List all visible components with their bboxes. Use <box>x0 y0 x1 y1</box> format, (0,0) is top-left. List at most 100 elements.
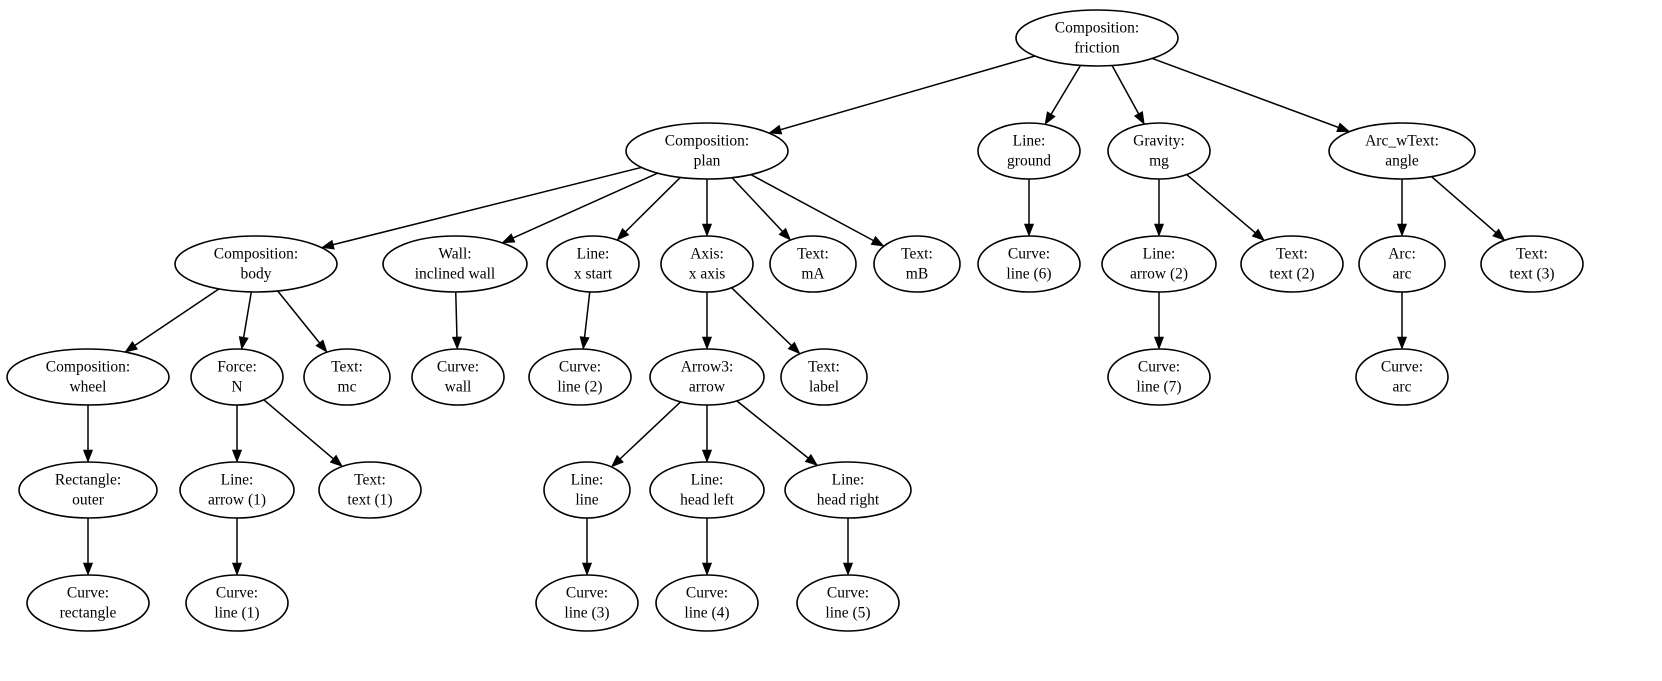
node-ellipse-lineline[interactable] <box>543 461 631 519</box>
node-name-label-headleft: head left <box>680 492 734 509</box>
graph-node-mA[interactable]: Text:mA <box>769 235 857 293</box>
graph-node-line4[interactable]: Curve:line (4) <box>655 574 759 632</box>
node-ellipse-line4[interactable] <box>655 574 759 632</box>
edge-xstart-to-line2 <box>583 291 591 338</box>
graph-node-body[interactable]: Composition:body <box>174 235 338 293</box>
node-type-label-forceN: Force: <box>217 359 257 376</box>
node-ellipse-text1[interactable] <box>318 461 422 519</box>
node-name-label-arc: arc <box>1393 266 1412 283</box>
node-name-label-line1: line (1) <box>214 605 259 622</box>
graph-node-arrow3[interactable]: Arrow3:arrow <box>649 348 765 406</box>
node-name-label-angle: angle <box>1385 153 1419 170</box>
node-ellipse-mc[interactable] <box>303 348 391 406</box>
node-ellipse-curvewall[interactable] <box>411 348 505 406</box>
graph-node-headleft[interactable]: Line:head left <box>649 461 765 519</box>
node-ellipse-body[interactable] <box>174 235 338 293</box>
node-ellipse-mB[interactable] <box>873 235 961 293</box>
arrowhead-icon <box>1153 223 1165 237</box>
node-type-label-ground: Line: <box>1013 133 1046 150</box>
node-type-label-line1: Curve: <box>216 585 258 602</box>
node-ellipse-line1[interactable] <box>185 574 289 632</box>
graph-node-curvearc[interactable]: Curve:arc <box>1355 348 1449 406</box>
node-ellipse-arc[interactable] <box>1358 235 1446 293</box>
graph-node-xstart[interactable]: Line:x start <box>546 235 640 293</box>
arrowhead-icon <box>1044 111 1056 126</box>
node-ellipse-headleft[interactable] <box>649 461 765 519</box>
graph-node-lineline[interactable]: Line:line <box>543 461 631 519</box>
node-ellipse-outer[interactable] <box>18 461 158 519</box>
graph-node-line6[interactable]: Curve:line (6) <box>977 235 1081 293</box>
node-ellipse-curvearc[interactable] <box>1355 348 1449 406</box>
graph-node-gravity[interactable]: Gravity:mg <box>1107 122 1211 180</box>
graph-node-text1[interactable]: Text:text (1) <box>318 461 422 519</box>
node-ellipse-plan[interactable] <box>625 122 789 180</box>
graph-node-text2[interactable]: Text:text (2) <box>1240 235 1344 293</box>
node-ellipse-mA[interactable] <box>769 235 857 293</box>
node-ellipse-label[interactable] <box>780 348 868 406</box>
edge-friction-to-plan <box>780 55 1036 131</box>
graph-node-arrow2[interactable]: Line:arrow (2) <box>1101 235 1217 293</box>
graph-node-line5[interactable]: Curve:line (5) <box>796 574 900 632</box>
arrowhead-icon <box>124 341 139 353</box>
node-ellipse-text3[interactable] <box>1480 235 1584 293</box>
node-ellipse-headright[interactable] <box>784 461 912 519</box>
graph-node-ground[interactable]: Line:ground <box>977 122 1081 180</box>
graph-node-arc[interactable]: Arc:arc <box>1358 235 1446 293</box>
node-ellipse-line7[interactable] <box>1107 348 1211 406</box>
node-ellipse-line3[interactable] <box>535 574 639 632</box>
node-ellipse-ground[interactable] <box>977 122 1081 180</box>
graph-node-curvewall[interactable]: Curve:wall <box>411 348 505 406</box>
edge-forceN-to-text1 <box>263 399 334 460</box>
graph-node-friction[interactable]: Composition:friction <box>1015 9 1179 67</box>
node-ellipse-friction[interactable] <box>1015 9 1179 67</box>
graph-node-forceN[interactable]: Force:N <box>190 348 284 406</box>
graph-node-wheel[interactable]: Composition:wheel <box>6 348 170 406</box>
graph-node-mc[interactable]: Text:mc <box>303 348 391 406</box>
arrowhead-icon <box>870 235 885 247</box>
graph-node-angle[interactable]: Arc_wText:angle <box>1328 122 1476 180</box>
arrowhead-icon <box>701 223 713 237</box>
edge-gravity-to-text2 <box>1186 173 1256 234</box>
arrowhead-icon <box>1396 336 1408 350</box>
graph-node-curverect[interactable]: Curve:rectangle <box>26 574 150 632</box>
edge-plan-to-mA <box>731 177 783 232</box>
node-ellipse-arrow2[interactable] <box>1101 235 1217 293</box>
arrowhead-icon <box>701 449 713 463</box>
graph-node-wall[interactable]: Wall:inclined wall <box>382 235 528 293</box>
graph-node-line1[interactable]: Curve: line (1) <box>185 574 289 632</box>
node-ellipse-arrow3[interactable] <box>649 348 765 406</box>
arrowhead-icon <box>82 562 94 576</box>
graph-node-xaxis[interactable]: Axis: x axis <box>660 235 754 293</box>
graph-node-headright[interactable]: Line:head right <box>784 461 912 519</box>
node-ellipse-wheel[interactable] <box>6 348 170 406</box>
graph-node-outer[interactable]: Rectangle:outer <box>18 461 158 519</box>
arrowhead-icon <box>320 239 335 250</box>
graph-node-line2[interactable]: Curve:line (2) <box>528 348 632 406</box>
node-type-label-xaxis: Axis: <box>690 246 724 263</box>
node-ellipse-curverect[interactable] <box>26 574 150 632</box>
graph-node-arrow1[interactable]: Line:arrow (1) <box>179 461 295 519</box>
arrowhead-icon <box>610 454 624 468</box>
node-ellipse-angle[interactable] <box>1328 122 1476 180</box>
graph-node-plan[interactable]: Composition:plan <box>625 122 789 180</box>
node-ellipse-text2[interactable] <box>1240 235 1344 293</box>
graph-node-label[interactable]: Text:label <box>780 348 868 406</box>
graph-node-line7[interactable]: Curve:line (7) <box>1107 348 1211 406</box>
node-ellipse-gravity[interactable] <box>1107 122 1211 180</box>
node-ellipse-forceN[interactable] <box>190 348 284 406</box>
node-name-label-xaxis: x axis <box>689 266 726 283</box>
node-name-label-lineline: line <box>575 492 598 509</box>
node-ellipse-line6[interactable] <box>977 235 1081 293</box>
graph-node-text3[interactable]: Text:text (3) <box>1480 235 1584 293</box>
node-ellipse-wall[interactable] <box>382 235 528 293</box>
node-ellipse-arrow1[interactable] <box>179 461 295 519</box>
node-ellipse-line5[interactable] <box>796 574 900 632</box>
edge-friction-to-gravity <box>1111 65 1140 115</box>
node-name-label-body: body <box>241 266 272 283</box>
node-ellipse-xstart[interactable] <box>546 235 640 293</box>
node-ellipse-xaxis[interactable] <box>660 235 754 293</box>
node-ellipse-line2[interactable] <box>528 348 632 406</box>
graph-node-mB[interactable]: Text:mB <box>873 235 961 293</box>
graph-node-line3[interactable]: Curve:line (3) <box>535 574 639 632</box>
node-type-label-arrow3: Arrow3: <box>681 359 734 376</box>
